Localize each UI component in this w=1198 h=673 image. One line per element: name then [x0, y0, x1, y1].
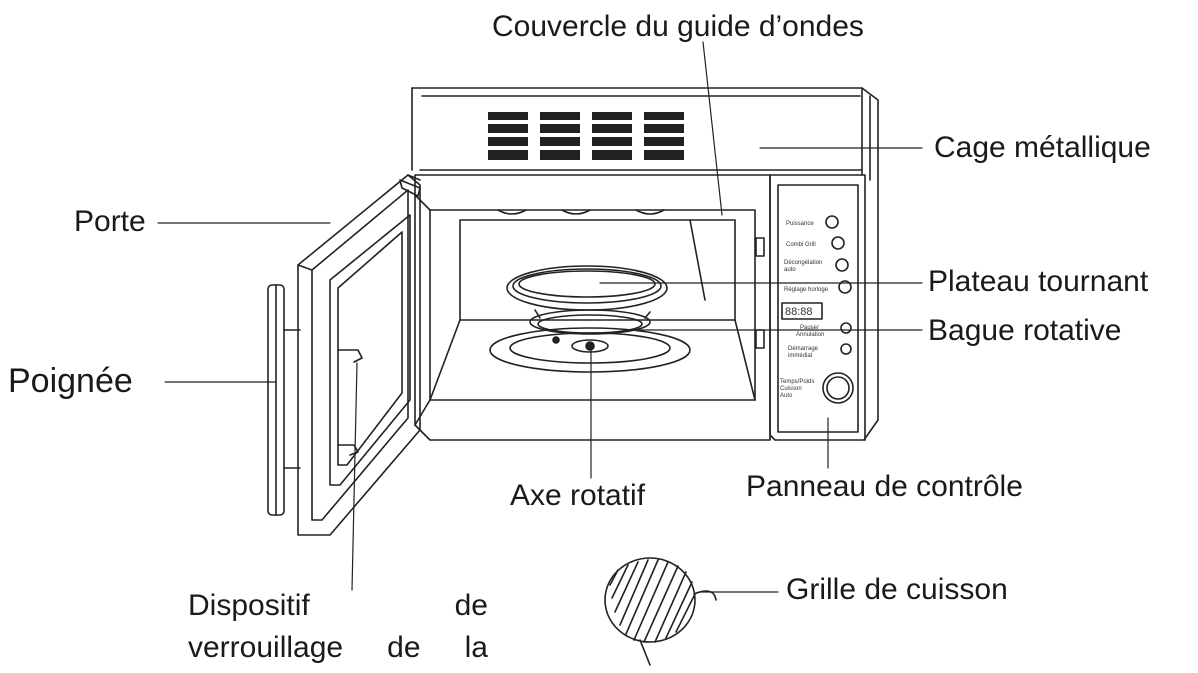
label-lock-line1: Dispositif de: [188, 591, 488, 621]
panel-btn4-label: Réglage horloge: [784, 287, 829, 293]
door-handle: [267, 284, 301, 516]
panel-dial-label3: Auto: [780, 393, 793, 399]
leader-waveguide: [702, 41, 723, 216]
lock-hooks: [337, 349, 363, 456]
label-waveguide-cover: Couvercle du guide d’ondes: [492, 10, 864, 43]
label-turntable: Plateau tournant: [928, 265, 1149, 298]
label-metal-cage: Cage métallique: [934, 131, 1151, 164]
control-panel-text: Puissance Combi Grill Décongélation auto…: [780, 221, 829, 399]
leader-lock: [351, 362, 358, 591]
panel-btn5-sub: Annulation: [796, 332, 824, 338]
panel-btn6-label: Démarrage: [788, 346, 819, 352]
panel-btn3-label: Décongélation: [784, 260, 822, 266]
label-door: Porte: [74, 205, 146, 238]
panel-btn3-sub: auto: [784, 267, 796, 273]
grill-rack: [604, 557, 717, 666]
control-panel-body: [769, 174, 866, 441]
panel-btn5-label: Pause/: [800, 325, 819, 331]
label-lock-line2-word3: la: [464, 631, 488, 664]
label-roller-ring: Bague rotative: [928, 314, 1122, 347]
panel-display: 88:88: [785, 306, 813, 318]
label-control-panel: Panneau de contrôle: [746, 470, 1023, 503]
label-lock-line2-word1: verrouillage: [188, 631, 344, 664]
leader-lines: [157, 41, 923, 593]
label-handle: Poignée: [8, 362, 133, 400]
panel-dial-label1: Temps/Poids: [780, 379, 814, 385]
panel-dial-label2: Cuisson: [780, 386, 802, 392]
panel-btn1-label: Puissance: [786, 221, 814, 227]
waveguide-cover: [689, 219, 706, 301]
label-lock-line2-word2: de: [387, 631, 421, 664]
label-lock-word2: de: [454, 589, 488, 622]
label-shaft: Axe rotatif: [510, 479, 646, 512]
label-lock-word1: Dispositif: [188, 589, 310, 622]
cavity-floor: [489, 327, 691, 373]
metal-cage: [411, 87, 879, 441]
vent-slots: [488, 112, 684, 160]
panel-btn2-label: Combi Grill: [786, 242, 816, 248]
cabinet-front: [414, 174, 771, 441]
turntable: [506, 265, 668, 311]
label-grill-rack: Grille de cuisson: [786, 573, 1008, 606]
door: [297, 174, 421, 536]
label-lock-line2: verrouillage de la: [188, 633, 488, 663]
panel-btn6-sub: immédiat: [788, 353, 813, 359]
